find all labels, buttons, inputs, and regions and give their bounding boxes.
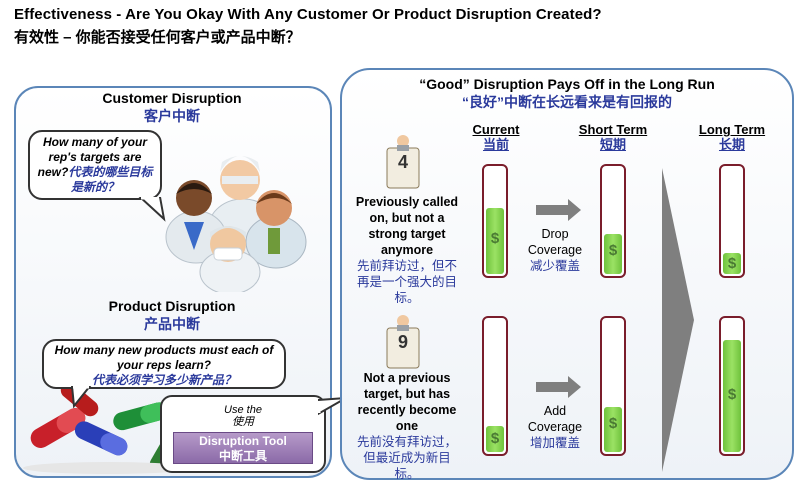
bar-fill: $	[604, 234, 622, 274]
customer-heading-cn: 客户中断	[144, 108, 200, 124]
customer-disruption-heading: Customer Disruption 客户中断	[20, 90, 324, 126]
right-arrow-icon	[536, 199, 581, 221]
row2-description-en: Not a previous target, but has recently …	[357, 371, 457, 433]
row2-action-en: Add Coverage	[527, 404, 583, 434]
dollar-label: $	[608, 415, 618, 432]
dollar-label: $	[490, 230, 500, 247]
clipboard-person-icon	[386, 135, 420, 189]
use-the-label: Use the	[224, 404, 262, 416]
tool-bubble: Use the 使用 Disruption Tool 中断工具	[160, 395, 326, 473]
bar-fill: $	[486, 208, 504, 274]
right-arrow-icon	[536, 376, 581, 398]
row1-description-en: Previously called on, but not a strong t…	[355, 195, 459, 257]
row1-short-term-bar: $	[600, 164, 626, 278]
bar-fill: $	[604, 407, 622, 452]
row2-short-term-bar: $	[600, 316, 626, 456]
right-heading-en: “Good” Disruption Pays Off in the Long R…	[419, 76, 715, 92]
disruption-tool-label-en: Disruption Tool	[199, 434, 287, 448]
row1-description-cn: 先前拜访过，但不再是一个强大的目标。	[356, 259, 457, 305]
row2-badge: 9	[397, 332, 408, 352]
row2-action: Add Coverage 增加覆盖	[520, 403, 590, 451]
column-short-term-cn: 短期	[599, 137, 626, 152]
row2-current-bar: $	[482, 316, 508, 456]
disruption-tool-label-cn: 中断工具	[218, 449, 267, 463]
page-title: Effectiveness - Are You Okay With Any Cu…	[14, 6, 602, 23]
row2-description: Not a previous target, but has recently …	[354, 370, 460, 482]
customer-question-en: How many of your rep's targets are new?	[37, 135, 147, 179]
right-heading-cn: “良好”中断在长远看来是有回报的	[462, 94, 672, 110]
customer-question-cn: 代表的哪些目标是新的？	[68, 165, 153, 194]
row1-badge: 4	[397, 152, 408, 172]
bubble-tail-icon	[318, 397, 347, 416]
dollar-label: $	[727, 386, 737, 403]
column-current-cn: 当前	[482, 137, 509, 152]
dollar-label: $	[608, 242, 618, 259]
product-question-en: How many new products must each of your …	[54, 343, 274, 372]
column-long-term: Long Term 长期	[688, 122, 776, 152]
product-heading-cn: 产品中断	[144, 316, 200, 332]
row1-current-bar: $	[482, 164, 508, 278]
bar-fill: $	[486, 426, 504, 452]
clipboard-person-icon	[386, 315, 420, 369]
product-question-cn: 代表必须学习多少新产品？	[91, 373, 236, 387]
disruption-tool-button[interactable]: Disruption Tool 中断工具	[173, 432, 313, 464]
bubble-tail-icon	[70, 386, 92, 408]
bar-fill: $	[723, 253, 741, 274]
customer-heading-en: Customer Disruption	[102, 90, 242, 106]
row2-action-cn: 增加覆盖	[529, 436, 580, 450]
row2-description-cn: 先前没有拜访过，但最近成为新目标。	[356, 435, 457, 481]
bubble-tail-icon	[138, 197, 166, 222]
page-title-cn: 有效性 – 你能否接受任何客户或产品中断？	[14, 29, 301, 46]
row2-long-term-bar: $	[719, 316, 745, 456]
row1-action-cn: 减少覆盖	[529, 259, 580, 273]
column-long-term-en: Long Term	[698, 122, 766, 137]
row1-action: Drop Coverage 减少覆盖	[520, 226, 590, 274]
dollar-label: $	[727, 255, 737, 272]
row1-description: Previously called on, but not a strong t…	[354, 194, 460, 306]
row1-long-term-bar: $	[719, 164, 745, 278]
use-label-cn: 使用	[232, 416, 254, 428]
column-current-en: Current	[472, 122, 520, 137]
column-current: Current 当前	[460, 122, 532, 152]
dollar-label: $	[490, 430, 500, 447]
customer-question-bubble: How many of your rep's targets are new?代…	[28, 130, 162, 200]
product-question-bubble: How many new products must each of your …	[42, 339, 286, 389]
product-disruption-heading: Product Disruption 产品中断	[20, 298, 324, 334]
column-long-term-cn: 长期	[718, 137, 745, 152]
bar-fill: $	[723, 340, 741, 452]
right-panel-heading: “Good” Disruption Pays Off in the Long R…	[350, 76, 784, 112]
right-panel	[340, 68, 794, 480]
column-short-term: Short Term 短期	[565, 122, 661, 152]
row1-action-en: Drop Coverage	[527, 227, 583, 257]
doctor-group-illustration	[165, 156, 307, 292]
big-chevron-icon	[662, 168, 694, 472]
column-short-term-en: Short Term	[578, 122, 648, 137]
product-heading-en: Product Disruption	[108, 298, 236, 314]
